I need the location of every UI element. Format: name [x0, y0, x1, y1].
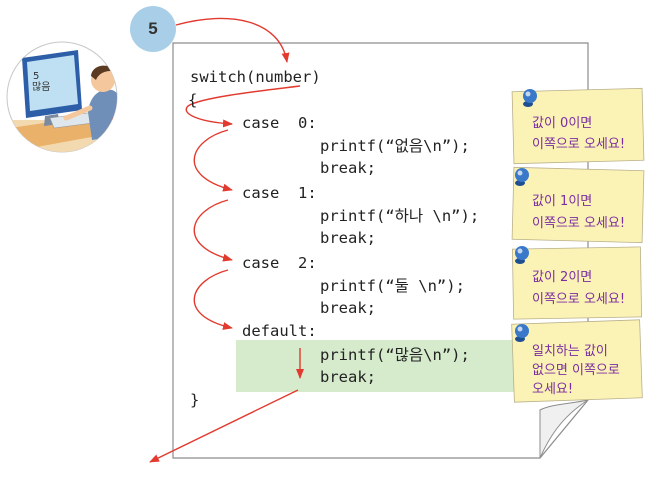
- arrow-input-to-switch: [175, 17, 290, 63]
- screen-value-text: 5: [33, 71, 40, 82]
- input-value-text: 5: [148, 19, 158, 38]
- code-case-2-printf: printf(“둘 \n”);: [320, 277, 465, 295]
- arrow-to-case-1: [193, 129, 233, 192]
- code-default-break: break;: [320, 368, 376, 386]
- code-case-2-label: case 2:: [242, 254, 317, 272]
- push-pin-icon: [515, 168, 529, 186]
- note-default-line3: 오세요!: [532, 382, 574, 397]
- code-case-1-break: break;: [320, 229, 376, 247]
- note-default-line2: 없으면 이쪽으로: [532, 363, 620, 378]
- code-close-brace: }: [190, 391, 200, 409]
- sticky-note-default: [511, 319, 643, 403]
- code-case-1-label: case 1:: [242, 184, 317, 202]
- note-case-2-line2: 이쪽으로 오세요!: [532, 292, 626, 307]
- code-case-0-label: case 0:: [242, 114, 317, 132]
- note-case-1-line1: 값이 1이면: [532, 194, 593, 209]
- code-case-0-break: break;: [320, 159, 376, 177]
- input-value-badge: [130, 6, 176, 52]
- note-case-0-line1: 값이 0이면: [532, 116, 593, 131]
- arrow-to-case-2: [193, 199, 233, 262]
- code-case-2-break: break;: [320, 299, 376, 317]
- note-default-line1: 일치하는 값이: [532, 344, 608, 359]
- arrow-to-case-0: [185, 85, 301, 128]
- default-highlight: [236, 340, 534, 392]
- code-case-0-printf: printf(“없음\n”);: [320, 137, 470, 155]
- push-pin-icon: [515, 246, 529, 264]
- code-switch-header: switch(number): [190, 68, 321, 86]
- push-pin-icon: [515, 324, 529, 342]
- note-case-0-line2: 이쪽으로 오세요!: [532, 137, 626, 152]
- arrow-exit: [149, 389, 299, 463]
- sticky-note-case-0: [511, 87, 645, 165]
- screen-output-text: 많음: [32, 82, 51, 93]
- code-case-1-printf: printf(“하나 \n”);: [320, 207, 480, 225]
- code-default-printf: printf(“많음\n”);: [320, 346, 470, 364]
- note-case-1-line2: 이쪽으로 오세요!: [532, 216, 626, 231]
- arrow-to-default: [193, 269, 233, 330]
- sticky-note-case-1: [511, 166, 645, 244]
- flow-arrows: [149, 17, 304, 463]
- push-pin-icon: [523, 89, 537, 107]
- code-default-label: default:: [242, 322, 317, 340]
- code-open-brace: {: [188, 91, 198, 109]
- computer-user-illustration: [6, 41, 118, 153]
- note-case-2-line1: 값이 2이면: [532, 270, 593, 285]
- sticky-note-case-2: [511, 246, 643, 320]
